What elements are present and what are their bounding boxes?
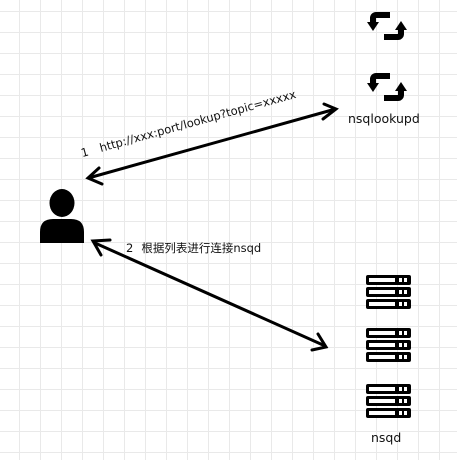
- user-icon: [40, 189, 84, 243]
- nsqlookupd-label: nsqlookupd: [348, 111, 420, 126]
- nsqd-label: nsqd: [371, 430, 402, 445]
- connect-step-number: 2: [126, 241, 134, 255]
- retweet-icon: [367, 76, 407, 98]
- server-icon: [366, 384, 411, 418]
- retweet-icon: [367, 15, 407, 37]
- lookup-arrow: [85, 102, 339, 186]
- server-icon: [366, 275, 411, 309]
- connect-text: 根据列表进行连接nsqd: [141, 241, 262, 255]
- connect-arrow-label: 2 根据列表进行连接nsqd: [126, 240, 261, 256]
- connect-arrow: [90, 238, 329, 352]
- server-icon: [366, 328, 411, 362]
